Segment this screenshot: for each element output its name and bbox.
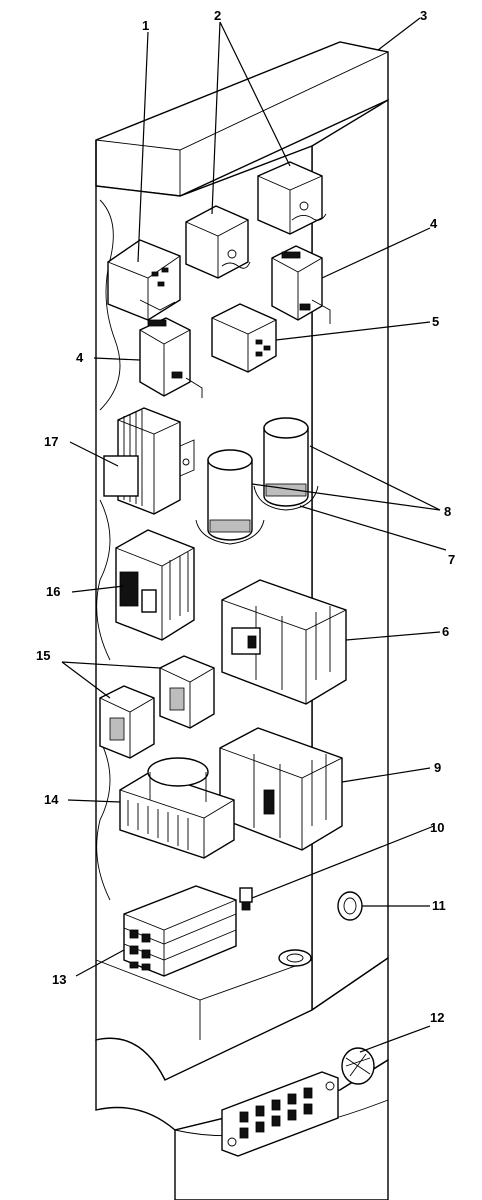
capacitor-8a xyxy=(195,449,265,545)
relay-1 xyxy=(107,239,181,321)
relay-5 xyxy=(211,303,277,373)
callout-16: 16 xyxy=(46,584,60,599)
callout-17: 17 xyxy=(44,434,58,449)
relay-2b xyxy=(257,161,327,235)
callout-4-lower: 4 xyxy=(76,350,84,365)
callout-13: 13 xyxy=(52,972,66,987)
terminal-block-13 xyxy=(123,885,237,977)
terminal-strip-12 xyxy=(221,1071,339,1157)
relay-14 xyxy=(119,757,235,859)
callout-12: 12 xyxy=(430,1010,444,1025)
leader-lines xyxy=(61,17,447,1053)
callout-14: 14 xyxy=(44,792,59,807)
callout-6: 6 xyxy=(442,624,449,639)
callout-1: 1 xyxy=(142,18,149,33)
callout-2: 2 xyxy=(214,8,221,23)
socket-relay-4-lower xyxy=(139,317,203,398)
callout-8: 8 xyxy=(444,504,451,519)
callout-15: 15 xyxy=(36,648,50,663)
contactor-16 xyxy=(115,529,195,641)
callout-3: 3 xyxy=(420,8,427,23)
transformer-17 xyxy=(103,407,195,515)
callout-5: 5 xyxy=(432,314,439,329)
callout-9: 9 xyxy=(434,760,441,775)
callout-labels: 1 2 3 4 4 5 17 8 7 16 6 15 9 14 10 11 13… xyxy=(36,8,455,1025)
callout-4-upper: 4 xyxy=(430,216,438,231)
ground-lug-10 xyxy=(239,887,253,911)
vent-grille xyxy=(341,1047,375,1085)
callout-10: 10 xyxy=(430,820,444,835)
component-15b xyxy=(99,685,155,759)
socket-relay-4-upper xyxy=(271,245,331,324)
relay-2a xyxy=(185,205,251,279)
component-15a xyxy=(159,655,215,729)
callout-11: 11 xyxy=(432,898,446,913)
knockout-11 xyxy=(337,891,363,921)
callout-7: 7 xyxy=(448,552,455,567)
capacitor-8b xyxy=(253,417,319,511)
contactor-6 xyxy=(221,579,347,705)
